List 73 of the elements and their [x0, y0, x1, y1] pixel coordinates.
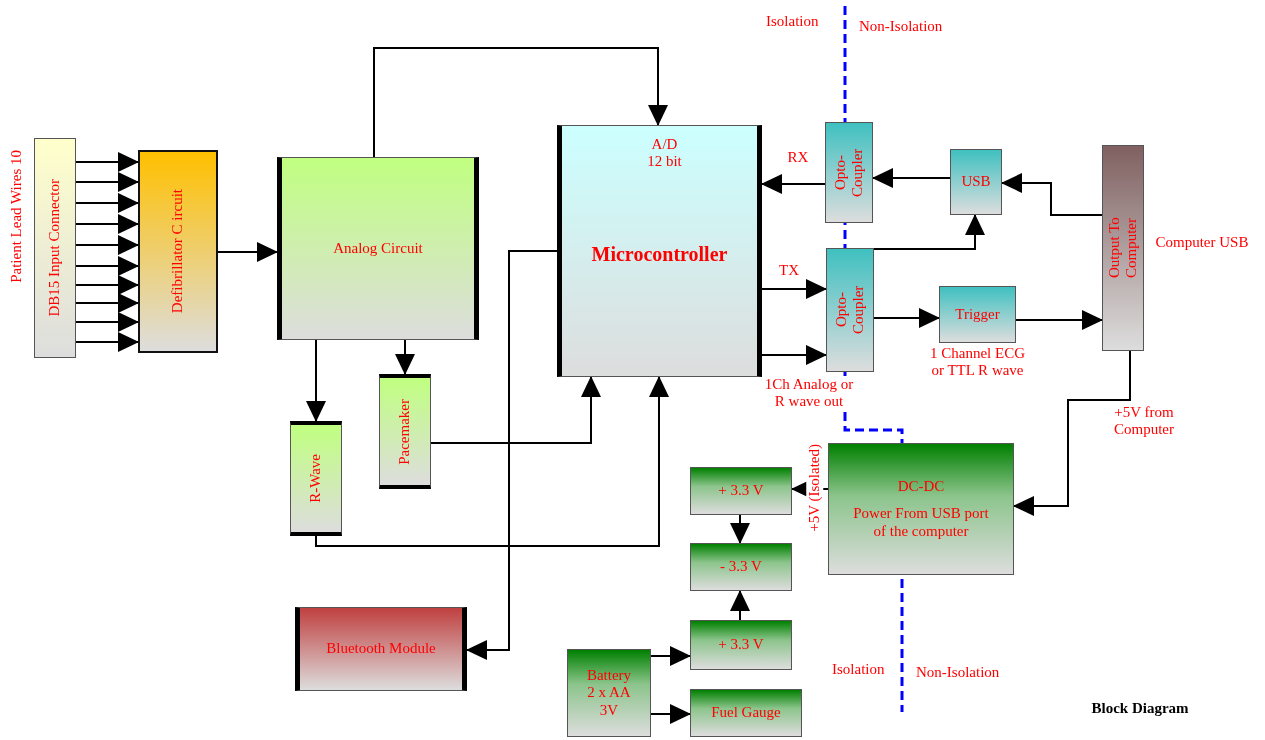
arrow: [873, 308, 940, 328]
block-label: Bluetooth Module: [326, 640, 436, 658]
region-label: Non-Isolation: [916, 664, 1000, 682]
edge-label: +5V (Isolated): [806, 444, 824, 532]
arrow: [873, 214, 985, 250]
block-label: DC-DC: [897, 478, 945, 496]
battery-block: [567, 649, 651, 737]
block-label: Power From USB port of the computer: [852, 505, 990, 540]
pacemaker-block: [379, 374, 431, 489]
circuit-block: [277, 157, 479, 340]
arrow: [872, 168, 951, 188]
arrow: [395, 339, 415, 375]
region-label: Non-Isolation: [859, 18, 943, 36]
arrow: [730, 590, 750, 621]
block-title: Microcontroller: [591, 242, 728, 266]
block-label: Trigger: [955, 305, 1000, 324]
arrow: [373, 47, 668, 158]
block-label: DB15 Input Connector: [46, 179, 64, 317]
dc-dc-block: [828, 443, 1014, 575]
usb-block: [950, 149, 1002, 215]
arrow: [466, 250, 558, 660]
regulator-block: [690, 467, 792, 515]
connector-block: [34, 138, 76, 358]
microcontroller-block: [557, 125, 762, 377]
block-label: A/D 12 bit: [646, 136, 683, 171]
arrow: [75, 332, 139, 352]
block-label: Pacemaker: [396, 398, 414, 465]
region-label: Isolation: [766, 13, 819, 31]
block-label: Output To Computer: [1105, 216, 1140, 281]
trigger-block: [939, 286, 1016, 343]
block-label: Defibrillator C ircuit: [169, 189, 187, 314]
arrow: [730, 514, 750, 544]
arrow: [75, 312, 139, 332]
arrow: [75, 214, 139, 234]
regulator-block: [690, 543, 792, 591]
arrow: [761, 279, 827, 299]
block-label: + 3.3 V: [718, 482, 764, 500]
optocoupler-block: [826, 248, 874, 372]
region-label: Isolation: [832, 661, 885, 679]
arrow: [75, 152, 139, 172]
r-wave-block: [290, 421, 342, 536]
arrow: [75, 256, 139, 276]
optocoupler-block: [825, 122, 873, 223]
arrow: [75, 275, 139, 295]
circuit-block: [138, 150, 218, 353]
regulator-block: [690, 620, 792, 670]
arrow: [75, 235, 139, 255]
block-label: Analog Circuit: [333, 239, 423, 258]
block-label: Opto- Coupler: [832, 284, 867, 337]
arrow: [315, 376, 669, 547]
arrow: [75, 293, 139, 313]
arrow: [761, 345, 827, 365]
arrow: [217, 242, 278, 262]
arrow: [1015, 310, 1103, 330]
block-label: R-Wave: [307, 454, 325, 503]
arrow: [650, 646, 691, 666]
arrow: [430, 376, 601, 444]
arrow: [1001, 173, 1103, 216]
fuel-gauge-block: [690, 689, 802, 737]
arrow: [306, 339, 326, 422]
block-label: - 3.3 V: [720, 558, 762, 576]
block-label: Opto- Coupler: [831, 147, 866, 199]
module-block: [295, 607, 467, 691]
arrow: [761, 174, 826, 194]
block-label: Fuel Gauge: [711, 704, 781, 722]
block-label: USB: [961, 173, 991, 191]
arrow: [1013, 350, 1131, 516]
output-block: [1102, 145, 1144, 351]
arrow: [75, 193, 139, 213]
arrow: [75, 172, 139, 192]
block-label: Battery 2 x AA 3V: [585, 667, 633, 719]
arrow: [650, 704, 691, 724]
block-label: + 3.3 V: [718, 636, 764, 654]
